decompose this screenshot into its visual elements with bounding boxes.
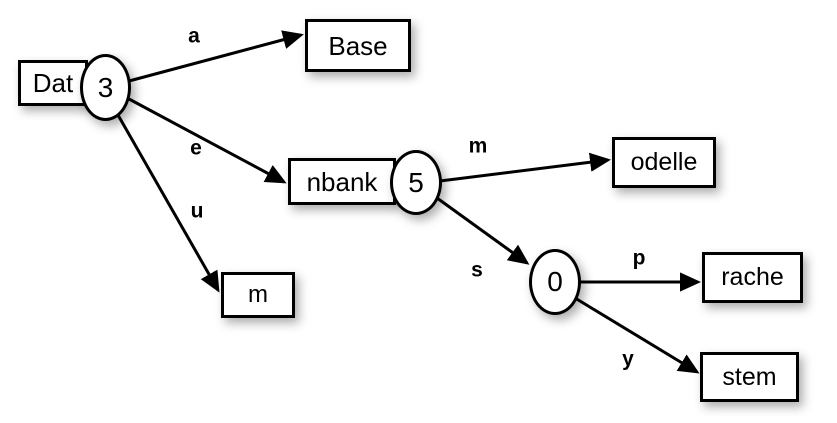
- edge-label-u-n3-to-m: u: [190, 199, 204, 223]
- edge-label-a-n3-to-base: a: [188, 24, 200, 48]
- node-rache[interactable]: rache: [702, 252, 803, 303]
- node-odelle[interactable]: odelle: [612, 137, 716, 188]
- edge-a-n3-to-base: [128, 30, 304, 83]
- node-dat[interactable]: Dat: [18, 60, 88, 106]
- edge-label-p-n0-to-rache: p: [632, 246, 646, 270]
- edge-e-n3-to-nbank: [128, 97, 287, 184]
- edges-group: [116, 30, 701, 374]
- edge-u-n3-to-m: [116, 114, 220, 293]
- node-nbank[interactable]: nbank: [288, 158, 396, 205]
- edge-label-e-n3-to-nbank: e: [190, 136, 202, 160]
- edge-y-n0-to-stem: [574, 296, 700, 374]
- node-stem[interactable]: stem: [700, 352, 799, 402]
- node-m[interactable]: m: [221, 272, 295, 318]
- edge-label-s-n5-to-n0: s: [471, 258, 483, 282]
- edge-m-n5-to-odelle: [439, 152, 611, 183]
- edge-label-y-n0-to-stem: y: [622, 347, 634, 371]
- node-n0[interactable]: 0: [529, 249, 581, 315]
- node-base[interactable]: Base: [305, 19, 411, 72]
- edge-s-n5-to-n0: [436, 196, 530, 265]
- node-n5[interactable]: 5: [390, 150, 442, 215]
- edge-label-m-n5-to-odelle: m: [468, 134, 488, 158]
- node-n3[interactable]: 3: [80, 54, 131, 121]
